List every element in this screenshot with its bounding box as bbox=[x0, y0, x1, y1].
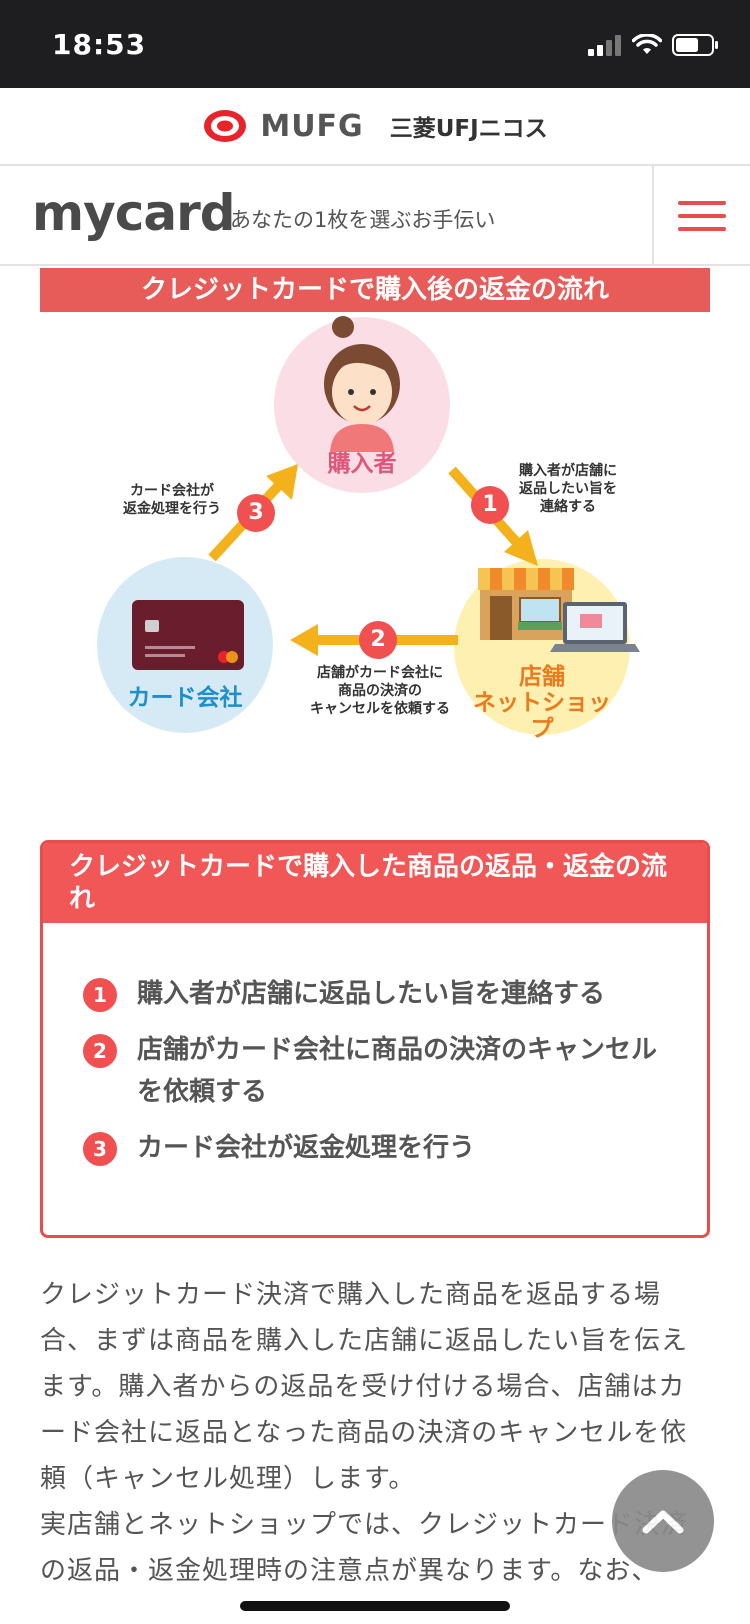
box-list: 1 購入者が店舗に返品したい旨を連絡する 2 店舗がカード会社に商品の決済のキャ… bbox=[43, 923, 707, 1169]
wifi-icon bbox=[632, 34, 662, 54]
body-paragraph-1: クレジットカード決済で購入した商品を返品する場合、まずは商品を購入した店舗に返品… bbox=[40, 1280, 689, 1494]
status-bar: 18:53 bbox=[0, 0, 750, 88]
refund-flow-diagram: 購入者 店舗 ネットショップ カード会社 1 2 3 購入者が店舗に 返品したい… bbox=[0, 312, 750, 782]
step-2-line: 店舗がカード会社に bbox=[317, 665, 443, 681]
store-label: 店舗 ネットショップ bbox=[470, 664, 614, 742]
brand-bar: MUFG 三菱UFJニコス bbox=[0, 88, 750, 166]
card-label: カード会社 bbox=[127, 685, 243, 711]
step-1-line: 返品したい旨を bbox=[519, 481, 617, 497]
menu-icon bbox=[678, 201, 726, 205]
list-item-text: 購入者が店舗に返品したい旨を連絡する bbox=[137, 979, 606, 1009]
step-2-line: 商品の決済の bbox=[338, 683, 422, 699]
step-1-badge bbox=[471, 486, 509, 524]
credit-card-icon bbox=[132, 600, 244, 670]
buyer-label: 購入者 bbox=[327, 451, 397, 477]
list-item-text: 店舗がカード会社に商品の決済のキャンセルを依頼する bbox=[137, 1035, 658, 1107]
storefront-icon bbox=[478, 568, 574, 640]
status-time: 18:53 bbox=[52, 28, 147, 61]
step-3-text: カード会社が 返金処理を行う bbox=[112, 482, 232, 518]
step-3-number: 3 bbox=[248, 500, 264, 525]
store-label-line2: ネットショップ bbox=[473, 690, 611, 742]
box-title: クレジットカードで購入した商品の返品・返金の流れ bbox=[43, 843, 707, 923]
number-badge: 3 bbox=[83, 1132, 117, 1166]
figure-title: クレジットカードで購入後の返金の流れ bbox=[40, 268, 710, 312]
step-2-text: 店舗がカード会社に 商品の決済の キャンセルを依頼する bbox=[290, 664, 470, 718]
step-1-line: 連絡する bbox=[540, 499, 596, 515]
store-label-line1: 店舗 bbox=[519, 664, 565, 690]
scroll-top-button[interactable] bbox=[612, 1470, 714, 1572]
menu-icon-bar bbox=[678, 214, 726, 218]
number-badge: 2 bbox=[83, 1034, 117, 1068]
step-2-line: キャンセルを依頼する bbox=[310, 701, 450, 717]
status-icons bbox=[588, 30, 720, 60]
laptop-icon bbox=[550, 602, 640, 652]
mufg-logo-icon bbox=[204, 110, 247, 142]
site-header: mycard あなたの1枚を選ぶお手伝い bbox=[0, 166, 750, 266]
step-3-line: カード会社が bbox=[130, 483, 214, 499]
list-item: 1 購入者が店舗に返品したい旨を連絡する bbox=[83, 973, 667, 1015]
step-1-text: 購入者が店舗に 返品したい旨を 連絡する bbox=[498, 462, 638, 516]
step-3-line: 返金処理を行う bbox=[123, 501, 221, 517]
step-2-number: 2 bbox=[370, 627, 386, 652]
menu-icon-bar bbox=[678, 227, 726, 231]
chevron-up-icon bbox=[642, 1510, 684, 1534]
body-paragraph-2: 実店舗とネットショップでは、クレジットカード決済の返品・返金処理時の注意点が異な… bbox=[40, 1510, 689, 1586]
step-3-badge bbox=[237, 494, 275, 532]
menu-button[interactable] bbox=[652, 166, 750, 266]
step-2-badge bbox=[359, 621, 397, 659]
step-1-line: 購入者が店舗に bbox=[519, 463, 617, 479]
number-badge: 1 bbox=[83, 978, 117, 1012]
list-item: 3 カード会社が返金処理を行う bbox=[83, 1127, 667, 1169]
list-item: 2 店舗がカード会社に商品の決済のキャンセルを依頼する bbox=[83, 1029, 667, 1113]
signal-icon bbox=[588, 35, 621, 56]
person-icon bbox=[324, 316, 400, 452]
diagram-graphics bbox=[97, 316, 640, 735]
battery-icon bbox=[672, 34, 718, 56]
site-tagline: あなたの1枚を選ぶお手伝い bbox=[230, 208, 496, 232]
step-1-number: 1 bbox=[482, 492, 498, 517]
brand-nicos: 三菱UFJニコス bbox=[389, 116, 548, 142]
brand-mufg: MUFG bbox=[260, 108, 364, 144]
home-indicator bbox=[240, 1601, 510, 1611]
list-item-text: カード会社が返金処理を行う bbox=[137, 1133, 476, 1163]
refund-flow-box: クレジットカードで購入した商品の返品・返金の流れ 1 購入者が店舗に返品したい旨… bbox=[40, 840, 710, 1238]
site-logo[interactable]: mycard bbox=[32, 184, 236, 242]
